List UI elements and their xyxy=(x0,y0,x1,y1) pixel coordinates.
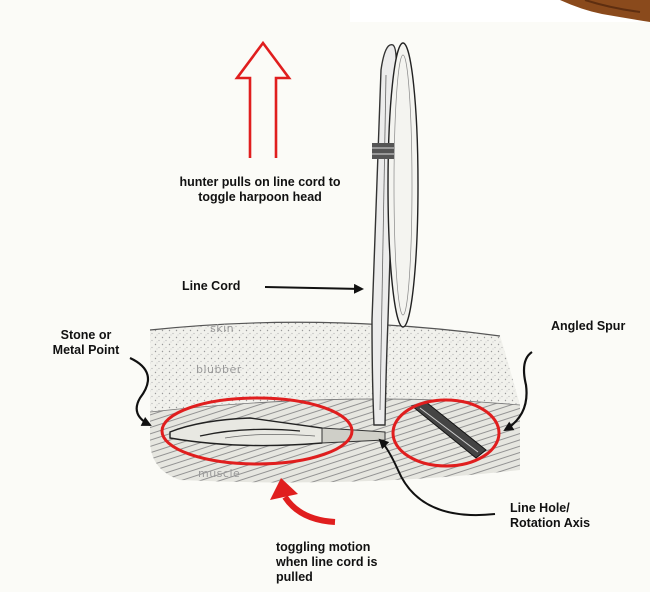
toggle-label-line-1: toggling motion xyxy=(276,540,377,555)
blubber-label: blubber xyxy=(196,363,242,376)
line-cord-label: Line Cord xyxy=(182,279,240,294)
toggle-label-line-3: pulled xyxy=(276,570,377,585)
pull-annotation-line-1: hunter pulls on line cord to xyxy=(148,175,372,190)
line-cord-leader xyxy=(265,287,362,289)
line-hole-label-line-1: Line Hole/ xyxy=(510,501,590,516)
pull-annotation: hunter pulls on line cord to toggle harp… xyxy=(148,175,372,205)
harpoon-foreshaft xyxy=(388,43,418,327)
pull-annotation-line-2: toggle harpoon head xyxy=(148,190,372,205)
toggle-motion-arrow xyxy=(285,497,335,522)
line-hole-label-line-2: Rotation Axis xyxy=(510,516,590,531)
point-label-line-2: Metal Point xyxy=(40,343,132,358)
point-label: Stone or Metal Point xyxy=(40,328,132,358)
pull-up-arrow xyxy=(237,43,289,158)
skin-label: skin xyxy=(210,322,234,335)
line-hole-label: Line Hole/ Rotation Axis xyxy=(510,501,590,531)
muscle-label: muscle xyxy=(198,467,240,480)
toggle-label-line-2: when line cord is xyxy=(276,555,377,570)
spur-label: Angled Spur xyxy=(551,319,625,334)
toggle-label: toggling motion when line cord is pulled xyxy=(276,540,377,585)
point-label-line-1: Stone or xyxy=(40,328,132,343)
shaft-lashing xyxy=(372,143,394,159)
point-leader xyxy=(130,358,150,425)
